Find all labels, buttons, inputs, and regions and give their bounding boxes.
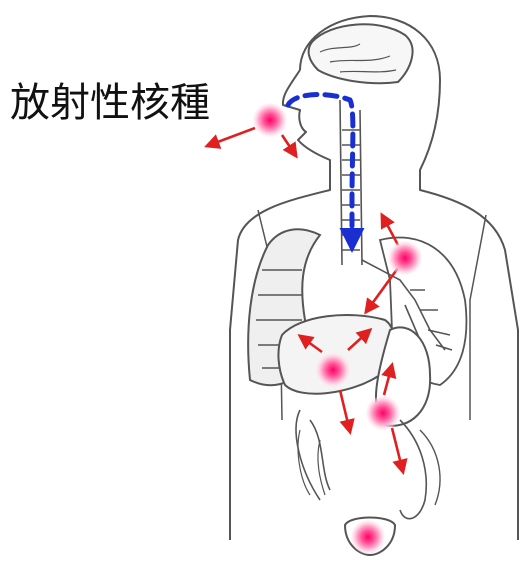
arrow-lower-down (392, 428, 403, 472)
radioactive-source-icon (366, 396, 400, 430)
arrow-out-left (207, 128, 255, 146)
arrow-center-down (340, 390, 350, 432)
radioactive-source-icon (316, 353, 350, 387)
dashed-airway-path (288, 95, 353, 248)
radioactive-source-icon (351, 520, 385, 554)
arrow-down-mouth (282, 135, 296, 156)
abdomen-organs (278, 315, 440, 519)
radioactive-source-icon (388, 241, 422, 275)
radioactive-source-icon (253, 103, 287, 137)
